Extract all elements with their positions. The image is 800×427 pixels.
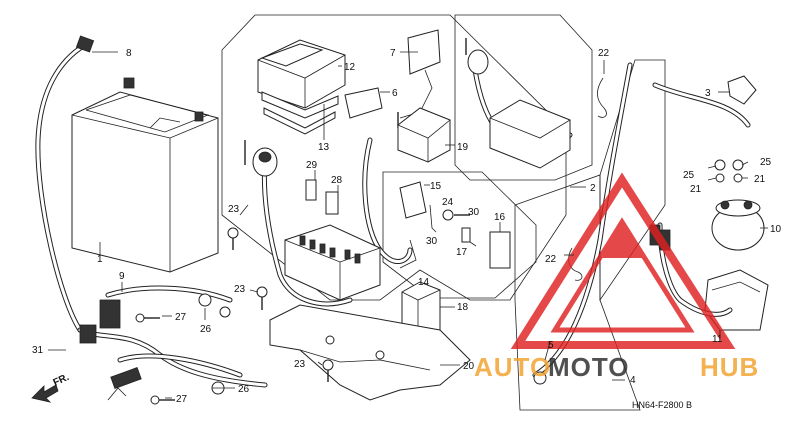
front-label: FR. [52,372,71,389]
label-1: 1 [97,254,103,265]
main-harness [244,38,573,307]
front-direction-indicator: FR. [31,372,71,403]
label-11: 11 [712,334,723,345]
diagram-code: HN64-F2800 B [632,400,692,410]
label-25b: 25 [760,157,772,168]
label-3: 3 [705,88,711,99]
part-labels: 8 1 9 12 13 7 6 19 29 28 15 24 30 16 30 … [32,48,782,405]
label-24: 24 [442,197,454,208]
label-20: 20 [463,361,475,372]
label-9: 9 [119,271,125,282]
label-22b: 22 [545,254,557,265]
battery-cables [35,35,268,401]
label-14: 14 [418,277,430,288]
leader-lines [48,51,768,399]
label-12: 12 [344,62,356,73]
label-4: 4 [630,375,636,386]
watermark-logo: AUTO MOTO HUB [474,172,759,382]
bracket-20 [269,304,471,401]
label-2: 2 [590,183,596,194]
label-8: 8 [126,48,132,59]
watermark-text-moto: MOTO [548,352,630,382]
label-29: 29 [306,160,318,171]
label-22a: 22 [598,48,610,59]
label-21a: 21 [690,184,702,195]
watermark-text-hub: HUB [700,352,759,382]
label-31: 31 [32,345,44,356]
label-25a: 25 [683,170,695,181]
label-26a: 26 [200,324,212,335]
label-13: 13 [318,142,330,153]
label-17: 17 [456,247,468,258]
label-27b: 27 [176,394,188,405]
label-15: 15 [430,181,442,192]
right-cables [532,62,757,385]
label-19: 19 [457,142,469,153]
label-21b: 21 [754,174,766,185]
clip-22-upper [597,77,607,118]
fuse-holder-group [399,181,511,269]
battery [71,77,219,273]
label-7: 7 [390,48,396,59]
label-18: 18 [457,302,469,313]
label-30a: 30 [468,207,480,218]
fuse-block-slots [299,235,361,264]
label-6: 6 [392,88,398,99]
starter-relay-10 [711,159,765,251]
label-16: 16 [494,212,506,223]
fuse-box [257,39,346,135]
label-10: 10 [770,224,782,235]
watermark-text-auto: AUTO [474,352,551,382]
label-30b: 30 [426,236,438,247]
label-23a: 23 [228,204,240,215]
label-27a: 27 [175,312,187,323]
label-26b: 26 [238,384,250,395]
label-5: 5 [548,340,554,351]
label-28: 28 [331,175,343,186]
front-arrow-icon [31,384,59,403]
fuses [305,179,339,215]
label-23c: 23 [294,359,306,370]
label-23b: 23 [234,284,246,295]
relay-19 [397,107,451,163]
